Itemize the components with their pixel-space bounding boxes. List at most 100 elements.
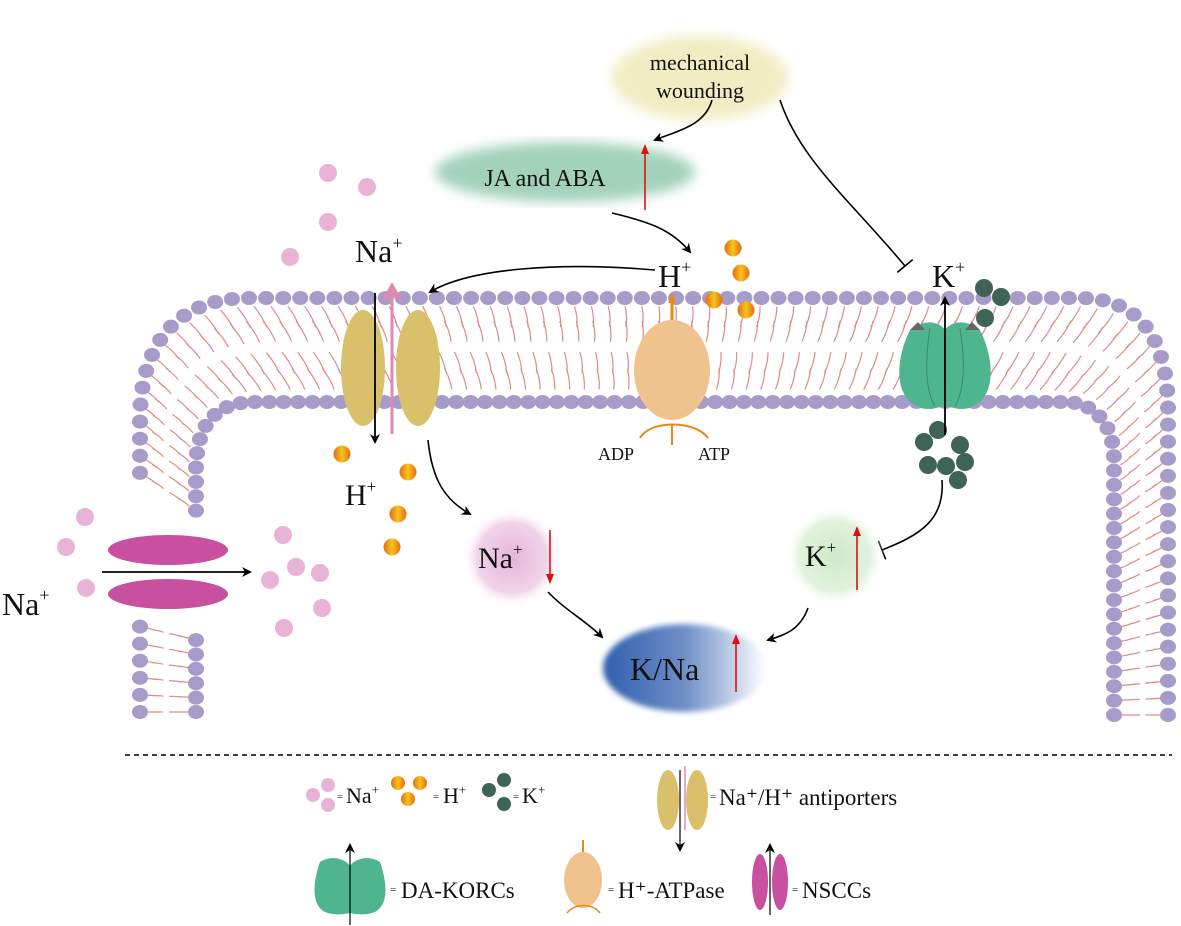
lipid-head bbox=[246, 395, 263, 410]
lipid-head bbox=[491, 395, 508, 409]
lipid-head bbox=[497, 291, 514, 305]
lipid-tail bbox=[177, 498, 190, 507]
lipid-tail bbox=[716, 368, 720, 390]
lipid-head bbox=[1160, 673, 1176, 688]
lipid-head bbox=[907, 291, 924, 305]
lipid-head bbox=[1106, 650, 1122, 665]
lipid-tail bbox=[1143, 401, 1156, 413]
lipid-tail bbox=[152, 678, 164, 681]
lipid-head bbox=[1106, 693, 1122, 708]
lipid-head bbox=[534, 395, 551, 409]
svg-text:=: = bbox=[608, 884, 614, 896]
lipid-tail bbox=[833, 368, 842, 390]
lipid-head bbox=[318, 395, 335, 409]
lipid-head bbox=[445, 291, 462, 305]
lipid-tail bbox=[229, 323, 245, 345]
lipid-tail bbox=[705, 320, 710, 342]
lipid-head bbox=[980, 395, 997, 409]
svg-text:=: = bbox=[337, 791, 343, 803]
lipid-head bbox=[1037, 395, 1054, 409]
lipid-tail bbox=[1082, 378, 1098, 395]
lipid-head bbox=[132, 414, 148, 429]
lipid-tail bbox=[1145, 516, 1157, 525]
lipid-head bbox=[606, 395, 623, 409]
k-ion bbox=[949, 471, 967, 489]
lipid-head bbox=[1159, 400, 1176, 415]
lipid-head bbox=[343, 291, 360, 305]
lipid-tail bbox=[520, 368, 527, 390]
lipid-head bbox=[218, 400, 235, 415]
lipid-head bbox=[477, 395, 494, 409]
arrow-ja-to-h bbox=[611, 212, 692, 254]
lipid-tail bbox=[769, 320, 775, 342]
lipid-tail bbox=[730, 368, 735, 390]
lipid-tail bbox=[881, 320, 891, 342]
k-ion bbox=[951, 436, 969, 454]
lipid-tail bbox=[1145, 483, 1157, 493]
lipid-tail bbox=[1145, 434, 1157, 445]
lipid-head bbox=[309, 291, 326, 305]
lipid-tail bbox=[992, 320, 1006, 343]
lipid-head bbox=[1105, 449, 1122, 464]
lipid-head bbox=[753, 291, 770, 305]
lipid-tail bbox=[526, 320, 532, 342]
lipid-head bbox=[1160, 708, 1176, 722]
lipid-head bbox=[480, 291, 497, 305]
lipid-head bbox=[1106, 463, 1122, 478]
lipid-head bbox=[1160, 690, 1176, 705]
na-ion bbox=[275, 619, 293, 637]
lipid-tail bbox=[328, 320, 341, 342]
cell-membrane bbox=[132, 291, 1176, 722]
lipid-tail bbox=[1024, 368, 1040, 390]
lipid-tail bbox=[625, 320, 628, 342]
na-ion bbox=[76, 508, 94, 526]
lipid-tail bbox=[489, 368, 497, 390]
lipid-head bbox=[1091, 409, 1108, 424]
lipid-head bbox=[505, 395, 522, 409]
lipid-tail bbox=[181, 422, 194, 434]
lipid-tail bbox=[753, 320, 759, 342]
lipid-head bbox=[191, 300, 208, 315]
lipid-head bbox=[764, 395, 781, 409]
lipid-tail bbox=[174, 354, 189, 369]
lipid-head bbox=[1009, 395, 1026, 409]
lipid-head bbox=[223, 292, 240, 307]
lipid-head bbox=[1106, 477, 1122, 492]
lipid-tail bbox=[1106, 397, 1120, 410]
lipid-tail bbox=[1145, 664, 1157, 668]
lipid-tail bbox=[575, 320, 580, 342]
lipid-tail bbox=[848, 368, 857, 390]
lipid-tail bbox=[152, 447, 164, 458]
k-ion bbox=[919, 456, 937, 474]
lipid-head bbox=[275, 395, 292, 409]
lipid-tail bbox=[165, 367, 179, 381]
lipid-head bbox=[1106, 592, 1122, 607]
k-ion bbox=[992, 288, 1010, 306]
na-ion bbox=[281, 248, 299, 266]
legend-h-icon bbox=[391, 776, 405, 790]
lipid-tail bbox=[1054, 370, 1070, 391]
legend-h-icon bbox=[401, 792, 415, 806]
lipid-tail bbox=[535, 368, 541, 390]
lipid-head bbox=[144, 347, 161, 362]
lipid-head bbox=[207, 295, 224, 310]
lipid-head bbox=[958, 291, 975, 305]
legend-na-icon bbox=[306, 788, 320, 802]
lipid-tail bbox=[1120, 501, 1132, 510]
lipid-head bbox=[1106, 521, 1122, 536]
lipid-tail bbox=[1140, 385, 1153, 398]
lipid-tail bbox=[1120, 653, 1132, 657]
lipid-head bbox=[1104, 434, 1121, 449]
legend-h: H+ bbox=[443, 782, 466, 808]
lipid-head bbox=[1060, 291, 1077, 305]
lipid-tail bbox=[1120, 577, 1132, 584]
lipid-head bbox=[865, 395, 882, 409]
lipid-head bbox=[188, 661, 205, 676]
lipid-head bbox=[1080, 400, 1097, 415]
h-ion bbox=[732, 264, 750, 282]
lipid-head bbox=[616, 291, 633, 305]
h-ion bbox=[705, 291, 723, 309]
na-cytosol-bubble bbox=[462, 508, 562, 608]
lipid-head bbox=[1106, 506, 1122, 521]
